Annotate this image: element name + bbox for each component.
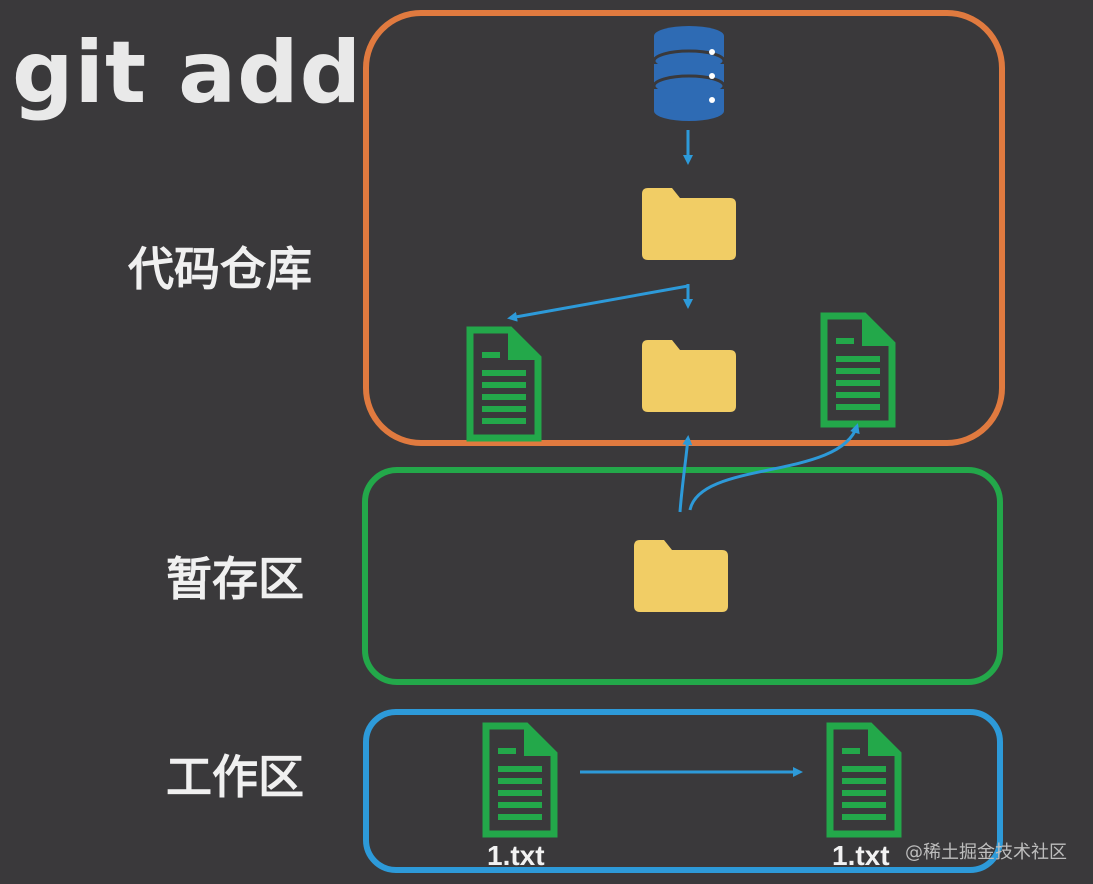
database-icon [652, 26, 726, 121]
file-icon-work-right [830, 726, 898, 834]
arrow-stage-to-repo-folder [678, 435, 693, 513]
file-icon-work-left [486, 726, 554, 834]
working-file-left-name: 1.txt [487, 840, 545, 871]
arrow-folder-to-file-left [507, 284, 689, 322]
working-zone [363, 709, 1003, 873]
file-icon-repo-right [824, 316, 892, 424]
staging-zone [362, 467, 1003, 685]
working-file-right-name: 1.txt [832, 840, 890, 871]
folder-icon-repo-top [642, 188, 736, 260]
staging-label: 暂存区 [166, 552, 304, 606]
folder-icon-staging [634, 540, 728, 612]
diagram-title: git add [12, 23, 363, 123]
folder-icon-repo-sub [642, 340, 736, 412]
watermark: @稀土掘金技术社区 [905, 842, 1067, 863]
working-label: 工作区 [166, 750, 304, 804]
repository-label: 代码仓库 [128, 242, 312, 296]
file-icon-repo-left [470, 330, 538, 438]
arrow-stage-to-repo-file [688, 423, 860, 511]
